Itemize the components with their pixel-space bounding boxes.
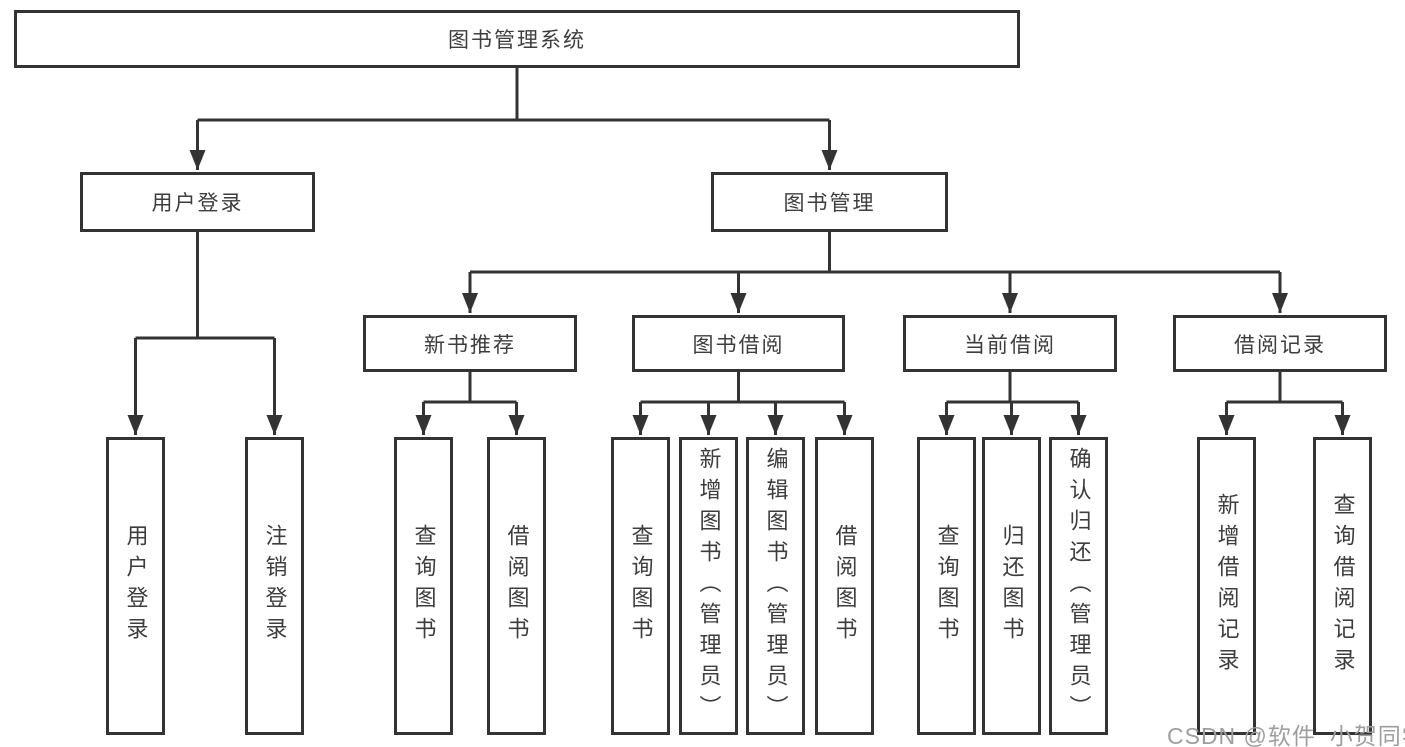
leaf-add-book-admin: 新增图书（管理员） [679,437,738,735]
connector-newbook-to-leaves [415,372,525,435]
connector-login-to-leaves [127,232,283,435]
connector-mgmt-to-level3 [462,232,1288,313]
leaf-query-books-current: 查询图书 [917,437,976,735]
csdn-watermark: CSDN @软件_小贺同学 [1167,723,1405,747]
node-new-book-recommendation: 新书推荐 [363,315,577,372]
node-library-management-system: 图书管理系统 [14,10,1020,68]
connector-current-to-leaves [938,372,1087,435]
leaf-user-login: 用户登录 [106,437,165,735]
leaf-borrow-books: 借阅图书 [815,437,874,735]
node-borrowing-records: 借阅记录 [1173,315,1387,372]
leaf-borrow-books-recommend: 借阅图书 [487,437,546,735]
leaf-query-books-recommend: 查询图书 [394,437,453,735]
connector-records-to-leaves [1218,372,1351,435]
leaf-edit-book-admin: 编辑图书（管理员） [746,437,805,735]
leaf-query-borrow-record: 查询借阅记录 [1313,437,1372,735]
node-book-borrowing: 图书借阅 [632,315,845,372]
node-book-management: 图书管理 [711,172,948,232]
leaf-return-books: 归还图书 [982,437,1041,735]
leaf-confirm-return-admin: 确认归还（管理员） [1049,437,1108,735]
leaf-add-borrow-record: 新增借阅记录 [1197,437,1256,735]
leaf-logout: 注销登录 [245,437,304,735]
connector-root-to-level2 [189,68,838,170]
node-user-login: 用户登录 [80,172,315,232]
node-current-borrowing: 当前借阅 [903,315,1117,372]
connector-borrow-to-leaves [632,372,853,435]
leaf-query-books-borrow: 查询图书 [611,437,670,735]
